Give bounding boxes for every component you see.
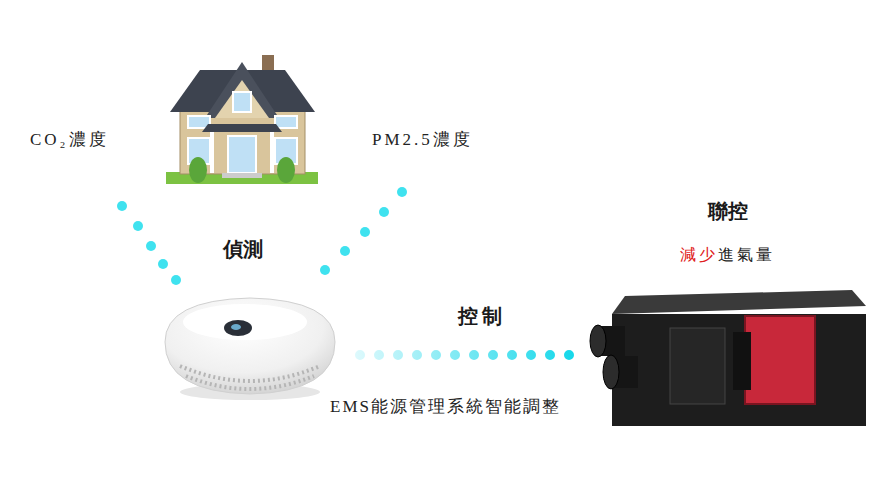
sensor-device — [165, 298, 335, 400]
latch — [733, 332, 751, 390]
attic-window — [233, 92, 251, 112]
gable-roof — [205, 62, 279, 118]
dot — [320, 265, 330, 275]
ventilator — [590, 290, 866, 426]
pillar — [270, 132, 274, 173]
dot — [379, 207, 389, 217]
node-heading: 偵測 — [160, 232, 350, 263]
gable-wall — [215, 80, 269, 118]
dot — [117, 201, 127, 211]
device-lens — [231, 324, 241, 330]
porch-roof — [202, 124, 282, 132]
house-illustration — [166, 55, 318, 184]
unit-top — [612, 290, 866, 314]
window — [275, 116, 297, 128]
unit-front — [612, 314, 866, 426]
sensor-node: 偵測 — [160, 232, 350, 400]
node-note: 減少 — [680, 245, 718, 266]
bush — [189, 157, 207, 183]
device-grille — [180, 366, 320, 381]
node-heading: 聯控 — [658, 190, 798, 225]
device-body — [165, 298, 335, 394]
device-sensor — [224, 320, 252, 336]
dot — [146, 241, 156, 251]
dot — [158, 259, 168, 269]
unit-panel — [670, 328, 725, 404]
device-grille — [186, 376, 314, 389]
dotted-connector — [350, 350, 570, 360]
pillar — [210, 132, 214, 173]
node-note: 進氣量 — [718, 245, 775, 266]
dot — [340, 246, 350, 256]
dot — [360, 227, 370, 237]
dot — [397, 187, 407, 197]
sensing-dots — [117, 187, 407, 285]
steps — [222, 173, 262, 178]
dot — [171, 275, 181, 285]
duct-end — [590, 325, 606, 357]
ventilator-node: 聯控減少進氣量 — [570, 190, 870, 435]
dot — [133, 221, 143, 231]
bush — [277, 157, 295, 183]
annotation-label: CO₂濃度 — [30, 128, 109, 151]
door — [228, 136, 256, 173]
red-panel — [745, 316, 815, 404]
edge-label: 控制 — [456, 303, 508, 330]
device-top — [183, 304, 307, 340]
annotation-label: PM2.5濃度 — [372, 128, 473, 151]
duct-end — [603, 355, 619, 389]
annotation-label: EMS能源管理系統智能調整 — [330, 395, 561, 418]
